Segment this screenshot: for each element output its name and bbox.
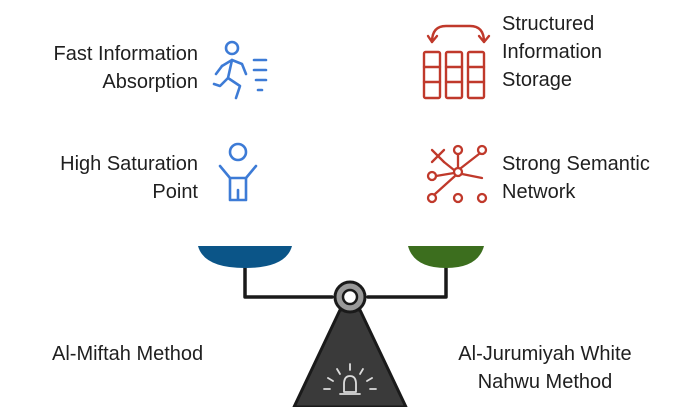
scale-stand — [292, 308, 408, 407]
left-item-fast-absorption-label: Fast Information Absorption — [53, 43, 198, 93]
left-method-label: Al-Miftah Method — [52, 343, 204, 365]
right-item-semantic-network-label: Strong Semantic Network — [502, 153, 650, 203]
person-arms-raised-icon — [218, 142, 258, 202]
left-item-high-saturation-label: High Saturation Point — [60, 153, 198, 203]
scale-pivot — [333, 280, 367, 314]
left-scale-pan — [198, 246, 292, 268]
running-person-icon — [212, 40, 268, 100]
scale-beam — [243, 266, 448, 299]
network-nodes-icon — [426, 144, 488, 204]
grid-storage-icon — [422, 24, 491, 100]
right-scale-pan — [408, 246, 484, 268]
right-item-structured-storage-label: Structured Information Storage — [502, 13, 603, 91]
right-method-label: Al-Jurumiyah White Nahwu Method — [458, 343, 632, 393]
